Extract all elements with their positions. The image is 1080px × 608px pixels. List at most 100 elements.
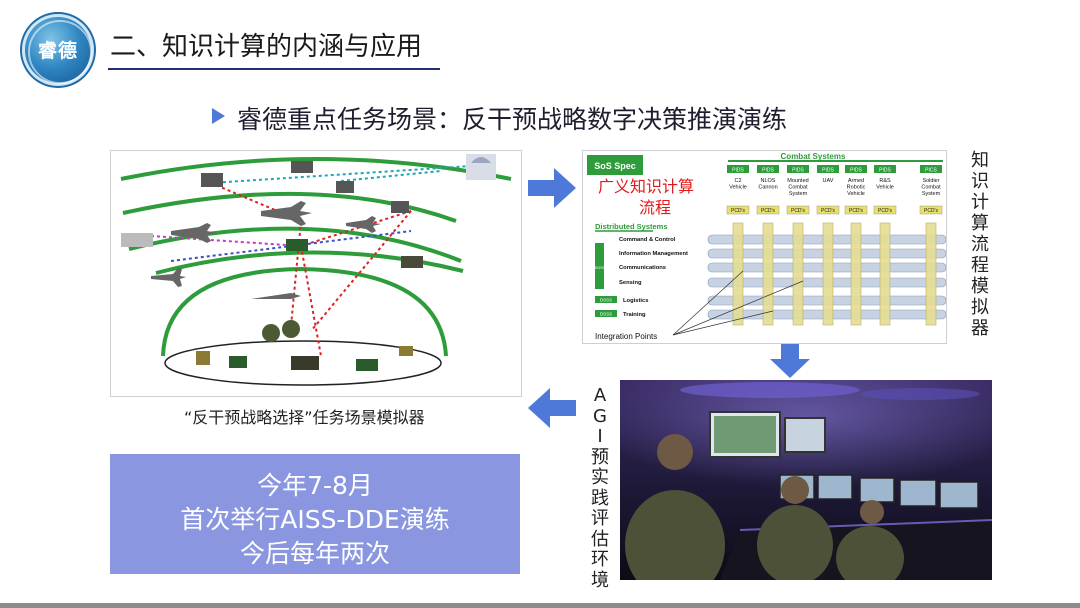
agi-label-char: 境 (591, 569, 609, 591)
distributed-systems-label: Distributed Systems (595, 222, 668, 231)
sos-spec-box (587, 155, 643, 175)
combat-column (879, 222, 891, 326)
pcd-badge-text: PCD's (849, 208, 864, 214)
pids-badge-text: PIDS (732, 168, 744, 174)
combat-column-label: UAV (823, 178, 834, 184)
bottom-rule (0, 603, 1080, 608)
pids-badge-text: PIDS (879, 168, 891, 174)
pcd-badge-text: PCD's (924, 208, 939, 214)
knowledge-flow-label-char: 流 (971, 234, 989, 255)
arc-3 (128, 226, 462, 263)
soldier-icon (262, 324, 280, 342)
distributed-row-label: Information Management (619, 251, 688, 257)
vehicle-icon (286, 239, 308, 251)
combat-systems-label: Combat Systems (781, 152, 846, 161)
agi-label-char: 预 (591, 446, 609, 468)
pids-badge-text: PICS (925, 168, 937, 174)
knowledge-flow-label-char: 识 (971, 171, 989, 192)
subtitle-text: 睿德重点任务场景：反干预战略数字决策推演演练 (237, 105, 788, 134)
info-line-3: 今后每年两次 (239, 539, 390, 568)
pcd-badge-text: PCD's (761, 208, 776, 214)
pids-badge-text: PIDS (762, 168, 774, 174)
aircraft-icon (261, 201, 312, 226)
pcd-badge (786, 205, 810, 215)
knowledge-flow-label-char: 算 (971, 213, 989, 234)
pids-badge-text: PIDS (792, 168, 804, 174)
title-underline (108, 68, 440, 70)
scenario-simulator-image (110, 150, 522, 397)
ship-icon (121, 233, 153, 247)
pids-row: PIDS PIDS PIDS PIDS PIDS PIDS PICS (727, 165, 942, 174)
pcd-badge (756, 205, 780, 215)
page-title: 二、知识计算的内涵与应用 (110, 32, 423, 62)
logo-ring (28, 20, 92, 84)
side-tag-dsss-1: DSSS (600, 298, 612, 303)
combat-column (850, 222, 862, 326)
ground-ellipse (164, 340, 442, 386)
bullet-triangle-icon (212, 108, 225, 124)
knowledge-flow-label-char: 模 (971, 276, 989, 297)
operations-room-photo (620, 380, 992, 580)
distributed-row-label: Communications (619, 265, 666, 271)
distributed-row-label: Command & Control (619, 237, 676, 243)
agi-label-char: I (597, 426, 603, 447)
pids-badge (727, 165, 749, 173)
distributed-row-label: Training (623, 312, 646, 318)
scenario-caption: “反干预战略选择”任务场景模拟器 (184, 408, 425, 427)
knowledge-flow-label-char: 计 (971, 192, 989, 213)
subtitle: 睿德重点任务场景：反干预战略数字决策推演演练 (212, 100, 787, 136)
pcd-badge-text: PCD's (731, 208, 746, 214)
ops-room-illustration (620, 380, 992, 580)
pids-badge-text: PIDS (850, 168, 862, 174)
pcd-badge (726, 205, 750, 215)
knowledge-flow-label-char: 拟 (971, 297, 989, 318)
scenario-diagram (120, 154, 512, 386)
pcd-badge (919, 205, 943, 215)
combat-column (822, 222, 834, 326)
arc-4 (155, 250, 464, 275)
arrow-left-icon (528, 388, 576, 428)
arrow-right-icon (528, 168, 576, 208)
overlay-title-line1: 广义知识计算 (598, 177, 694, 196)
combat-column (792, 222, 804, 326)
knowledge-flow-label-char: 知 (971, 150, 989, 171)
agi-label-char: 实 (591, 467, 609, 488)
side-tag-soss: SOSS (594, 265, 605, 270)
logo-text: 睿德 (37, 40, 78, 62)
pids-badge (817, 165, 839, 173)
integration-points-label: Integration Points (595, 332, 657, 341)
pcd-badge (816, 205, 840, 215)
satellite-icon (201, 173, 223, 187)
combat-columns (732, 222, 937, 326)
combat-column (925, 222, 937, 326)
pcd-badge-text: PCD's (821, 208, 836, 214)
overlay-title-line2: 流程 (639, 198, 671, 217)
distributed-row-label: Sensing (619, 280, 642, 286)
soldier-figure (625, 490, 725, 580)
distributed-row-label: Logistics (623, 298, 648, 304)
agi-label-char: G (593, 405, 607, 427)
agi-label-char: 评 (591, 508, 609, 529)
pids-badge (920, 165, 942, 173)
info-line-1: 今年7-8月 (257, 471, 373, 500)
pids-badge (787, 165, 809, 173)
sos-spec-label: SoS Spec (594, 161, 636, 171)
soss-tag (595, 243, 604, 289)
pcd-badge-text: PCD's (791, 208, 806, 214)
combat-column (732, 222, 744, 326)
pids-badge-text: PIDS (822, 168, 834, 174)
dome-arc (161, 266, 448, 357)
arc-2 (122, 191, 457, 223)
logo: 睿德 (22, 14, 94, 86)
pids-badge (845, 165, 867, 173)
